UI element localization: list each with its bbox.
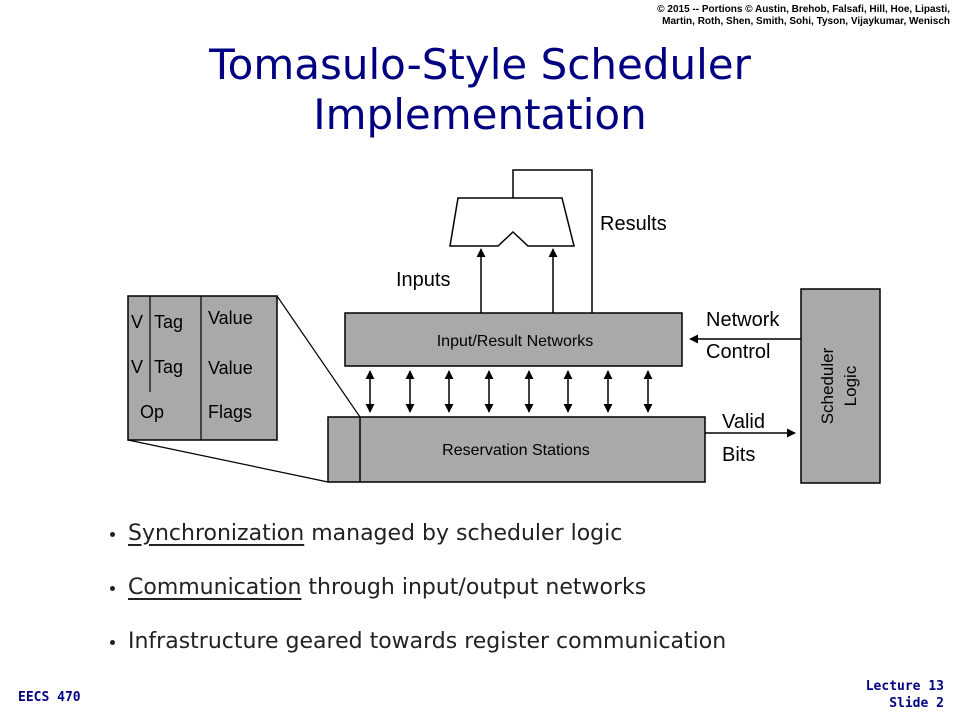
rs-entry-detail: V Tag Value V Tag Value Op Flags bbox=[127, 295, 278, 441]
bullet-text: through input/output networks bbox=[301, 575, 647, 600]
networks-box bbox=[344, 312, 683, 367]
zoom-line-top bbox=[276, 295, 361, 418]
bullet-dot bbox=[110, 586, 115, 591]
scheduler-logic-box bbox=[800, 288, 881, 484]
inputs-label: Inputs bbox=[396, 269, 450, 291]
copyright-line-2: Martin, Roth, Shen, Smith, Sohi, Tyson, … bbox=[662, 16, 950, 27]
bullet-dot bbox=[110, 640, 115, 645]
copyright-notice: © 2015 -- Portions © Austin, Brehob, Fal… bbox=[590, 4, 950, 28]
entry-op: Op bbox=[140, 402, 164, 422]
networks-label: Input/Result Networks bbox=[437, 333, 594, 350]
alu-shape bbox=[449, 197, 575, 247]
bullet-item: Synchronization managed by scheduler log… bbox=[108, 512, 726, 566]
entry-flags: Flags bbox=[208, 402, 252, 422]
bullet-keyword: Communication bbox=[128, 575, 302, 600]
slide-title: Tomasulo-Style Scheduler Implementation bbox=[0, 40, 960, 140]
title-line-2: Implementation bbox=[313, 90, 647, 139]
bullet-item: Communication through input/output netwo… bbox=[108, 566, 726, 620]
entry-tag2: Tag bbox=[154, 357, 183, 377]
entry-v2: V bbox=[131, 357, 143, 377]
title-line-1: Tomasulo-Style Scheduler bbox=[209, 40, 751, 89]
bullet-item: Infrastructure geared towards register c… bbox=[108, 620, 726, 674]
bullet-keyword: Synchronization bbox=[128, 521, 305, 546]
valid-bits-label-line-1: Valid bbox=[722, 411, 765, 433]
slide-number: Slide 2 bbox=[889, 696, 944, 711]
entry-v1: V bbox=[131, 312, 143, 332]
network-control-label-line-2: Control bbox=[706, 341, 770, 363]
entry-tag1: Tag bbox=[154, 312, 183, 332]
scheduler-label-line-1: Scheduler bbox=[818, 347, 837, 424]
copyright-line-1: © 2015 -- Portions © Austin, Brehob, Fal… bbox=[657, 4, 950, 15]
entry-value1: Value bbox=[208, 308, 253, 328]
scheduler-label-line-2: Logic bbox=[841, 365, 860, 406]
course-label: EECS 470 bbox=[18, 690, 81, 705]
bullet-text: Infrastructure geared towards register c… bbox=[128, 629, 727, 654]
lecture-number: Lecture 13 bbox=[865, 679, 944, 694]
bullet-dot bbox=[110, 532, 115, 537]
result-loop-wire bbox=[512, 169, 593, 313]
reservation-stations-label: Reservation Stations bbox=[442, 442, 590, 459]
slide-info: Lecture 13 Slide 2 bbox=[866, 678, 944, 712]
entry-value2: Value bbox=[208, 358, 253, 378]
results-label: Results bbox=[600, 213, 667, 235]
bus-arrows bbox=[365, 370, 653, 413]
bullet-list: Synchronization managed by scheduler log… bbox=[108, 512, 726, 674]
zoom-line-bottom bbox=[127, 439, 329, 483]
network-control-label-line-1: Network bbox=[706, 309, 780, 331]
valid-bits-label-line-2: Bits bbox=[722, 444, 755, 466]
reservation-stations-box bbox=[327, 416, 706, 483]
bullet-text: managed by scheduler logic bbox=[304, 521, 623, 546]
